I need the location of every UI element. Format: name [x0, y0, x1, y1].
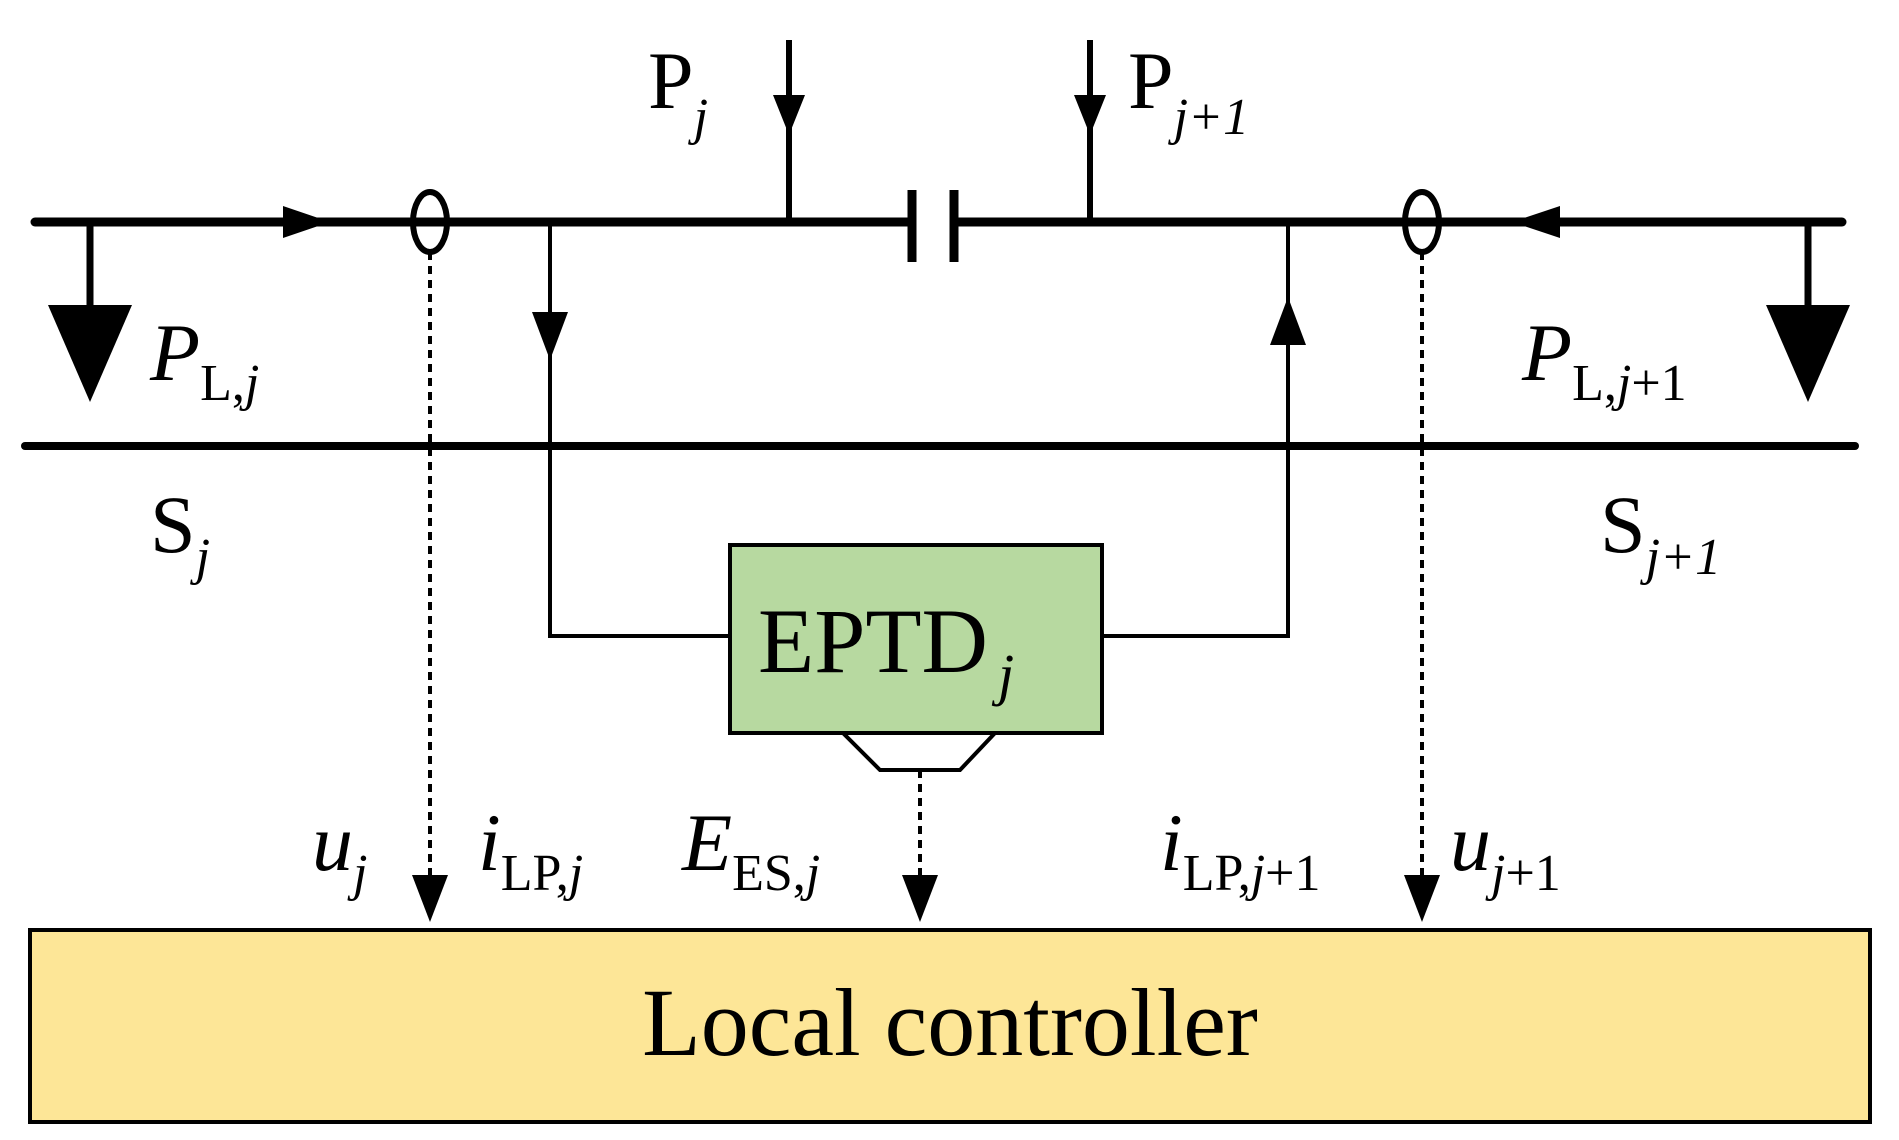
- label-pl-j1-sub-pre: L,: [1572, 355, 1617, 412]
- label-i-lp-j-sub-var: j: [563, 845, 583, 902]
- label-u-j1-base: u: [1450, 797, 1491, 888]
- label-i-lp-j1-sub-pre: LP,: [1183, 845, 1251, 902]
- label-i-lp-j-sub-pre: LP,: [501, 845, 569, 902]
- flow-arrow-left: [1512, 206, 1560, 238]
- label-p-j-base: P: [648, 35, 694, 126]
- eptd-left-flow-arrow: [532, 312, 568, 360]
- label-pl-j-sub-pre: L,: [200, 355, 245, 412]
- label-i-lp-j-base: i: [478, 797, 501, 888]
- label-u-j: uj: [312, 797, 367, 902]
- label-u-j-base: u: [312, 797, 353, 888]
- pj1-arrow-icon: [1074, 95, 1106, 135]
- label-e-es-j-sub-pre: ES,: [732, 845, 806, 902]
- label-p-j1-base: P: [1128, 35, 1174, 126]
- eptd-right-wire: [1102, 222, 1290, 638]
- eptd-right-flow-arrow: [1270, 297, 1306, 345]
- uj-measure-arrow: [412, 875, 448, 922]
- label-i-lp-j1-sub-post: +1: [1265, 845, 1320, 902]
- label-e-es-j: EES,j: [681, 797, 820, 902]
- label-pl-j1: PL,j+1: [1521, 307, 1687, 412]
- label-s-j-sub: j: [190, 529, 210, 586]
- capacitor-gap: [915, 190, 955, 254]
- label-u-j1: uj+1: [1450, 797, 1561, 902]
- label-i-lp-j1-base: i: [1160, 797, 1183, 888]
- eptd-box: [728, 543, 1104, 735]
- local-controller-box: [28, 928, 1872, 1124]
- label-pl-j1-sub-var: j: [1611, 355, 1631, 412]
- label-i-lp-j: iLP,j: [478, 797, 583, 902]
- label-u-j-sub: j: [347, 845, 367, 902]
- label-eptd-base: EPTD: [758, 590, 988, 692]
- label-pl-j1-sub-post: +1: [1631, 355, 1686, 412]
- label-p-j1-sub: j+1: [1168, 89, 1250, 146]
- label-u-j1-sub-var: j: [1485, 845, 1505, 902]
- label-s-j: Sj: [150, 479, 210, 586]
- ees-measure-arrow: [902, 875, 938, 922]
- label-e-es-j-sub-var: j: [800, 845, 820, 902]
- local-controller-label: Local controller: [642, 969, 1258, 1076]
- label-p-j-sub: j: [688, 89, 708, 146]
- label-p-j1: Pj+1: [1128, 35, 1249, 146]
- label-pl-j: PL,j: [149, 307, 259, 412]
- pj-arrow-icon: [773, 95, 805, 135]
- load-left-arrow-icon: [48, 305, 132, 402]
- label-s-j1-base: S: [1600, 479, 1646, 570]
- label-pl-j-sub-var: j: [239, 355, 259, 412]
- label-i-lp-j1-sub-var: j: [1245, 845, 1265, 902]
- label-pl-j-base: P: [149, 307, 200, 398]
- energy-storage-connector: [838, 731, 1000, 772]
- load-right-arrow-icon: [1766, 305, 1850, 402]
- eptd-left-wire: [548, 222, 730, 638]
- label-pl-j1-base: P: [1521, 307, 1572, 398]
- label-s-j1-sub: j+1: [1640, 529, 1722, 586]
- label-u-j1-sub-post: +1: [1505, 845, 1560, 902]
- flow-arrow-right: [283, 206, 330, 238]
- label-p-j: Pj: [648, 35, 708, 146]
- label-e-es-j-base: E: [681, 797, 732, 888]
- uj1-measure-arrow: [1404, 875, 1440, 922]
- label-s-j1: Sj+1: [1600, 479, 1721, 586]
- label-i-lp-j1: iLP,j+1: [1160, 797, 1321, 902]
- label-s-j-base: S: [150, 479, 196, 570]
